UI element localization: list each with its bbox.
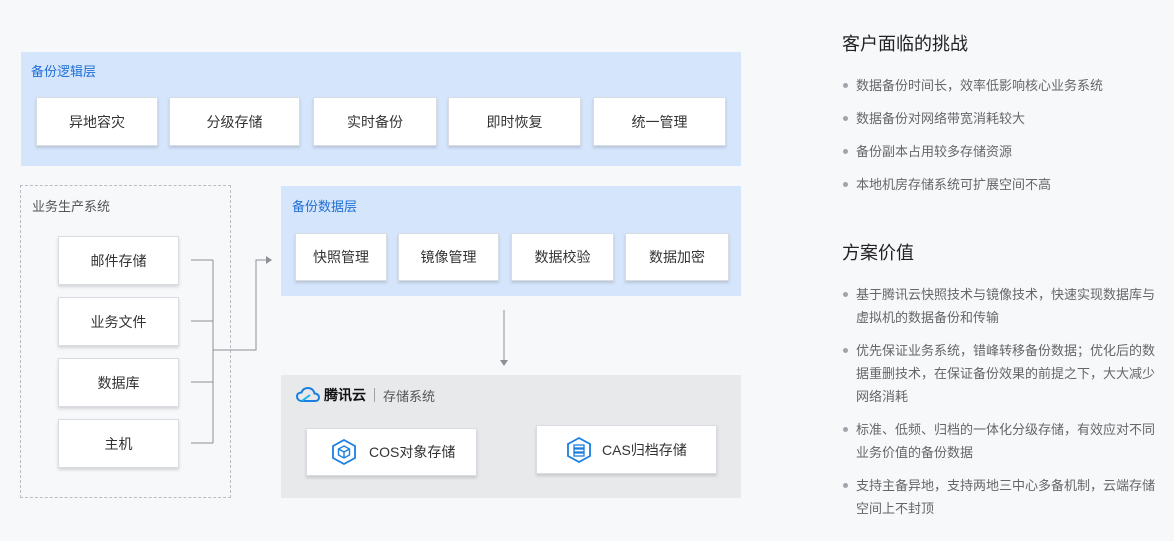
prod-card-business-files: 业务文件 (58, 297, 179, 346)
logic-card-instant-restore: 即时恢复 (448, 97, 581, 146)
value-item: 基于腾讯云快照技术与镜像技术，快速实现数据库与虚拟机的数据备份和传输 (856, 287, 1156, 325)
brand-divider (374, 388, 375, 402)
data-card-image-mgmt: 镜像管理 (398, 233, 499, 281)
data-card-snapshot-mgmt: 快照管理 (295, 233, 387, 281)
prod-card-mail-storage: 邮件存储 (58, 236, 179, 285)
challenge-item: 本地机房存储系统可扩展空间不高 (856, 177, 1052, 192)
challenge-item: 数据备份对网络带宽消耗较大 (856, 111, 1026, 126)
value-heading: 方案价值 (842, 243, 914, 263)
production-system-title: 业务生产系统 (32, 199, 111, 214)
logic-card-unified-mgmt: 统一管理 (593, 97, 726, 146)
prod-card-host: 主机 (58, 419, 179, 468)
bullet-dot (843, 116, 848, 121)
storage-system-title: 存储系统 (383, 388, 436, 404)
cos-label: COS对象存储 (369, 444, 456, 460)
production-system-box (20, 185, 231, 498)
bullet-dot (843, 348, 848, 353)
value-item: 标准、低频、归档的一体化分级存储，有效应对不同业务价值的备份数据 (856, 422, 1156, 460)
data-card-data-verify: 数据校验 (511, 233, 614, 281)
cloud-logo-icon (295, 386, 321, 402)
bullet-dot (843, 483, 848, 488)
backup-data-layer-title: 备份数据层 (292, 199, 358, 214)
bullet-dot (843, 149, 848, 154)
cube-icon (332, 439, 356, 465)
data-card-data-encrypt: 数据加密 (625, 233, 729, 281)
archive-icon (567, 436, 591, 463)
tencent-cloud-logo: 腾讯云 存储系统 (295, 385, 435, 405)
challenge-item: 数据备份时间长，效率低影响核心业务系统 (856, 78, 1104, 93)
logic-card-realtime-backup: 实时备份 (313, 97, 437, 146)
bullet-dot (843, 182, 848, 187)
bullet-dot (843, 427, 848, 432)
challenges-heading: 客户面临的挑战 (842, 34, 968, 54)
cos-object-storage-card: COS对象存储 (306, 428, 477, 476)
cas-label: CAS归档存储 (602, 441, 687, 458)
cas-archive-storage-card: CAS归档存储 (536, 425, 717, 474)
bullet-dot (843, 83, 848, 88)
bullet-dot (843, 292, 848, 297)
prod-card-database: 数据库 (58, 358, 179, 407)
logic-card-remote-dr: 异地容灾 (36, 97, 158, 146)
backup-logic-layer-title: 备份逻辑层 (31, 64, 97, 79)
logic-card-tiered-storage: 分级存储 (169, 97, 300, 146)
value-item: 优先保证业务系统，错峰转移备份数据；优化后的数据重删技术，在保证备份效果的前提之… (856, 343, 1156, 404)
tencent-cloud-brand: 腾讯云 (324, 387, 366, 403)
challenge-item: 备份副本占用较多存储资源 (856, 144, 1013, 159)
value-item: 支持主备异地，支持两地三中心多备机制，云端存储空间上不封顶 (856, 478, 1156, 516)
